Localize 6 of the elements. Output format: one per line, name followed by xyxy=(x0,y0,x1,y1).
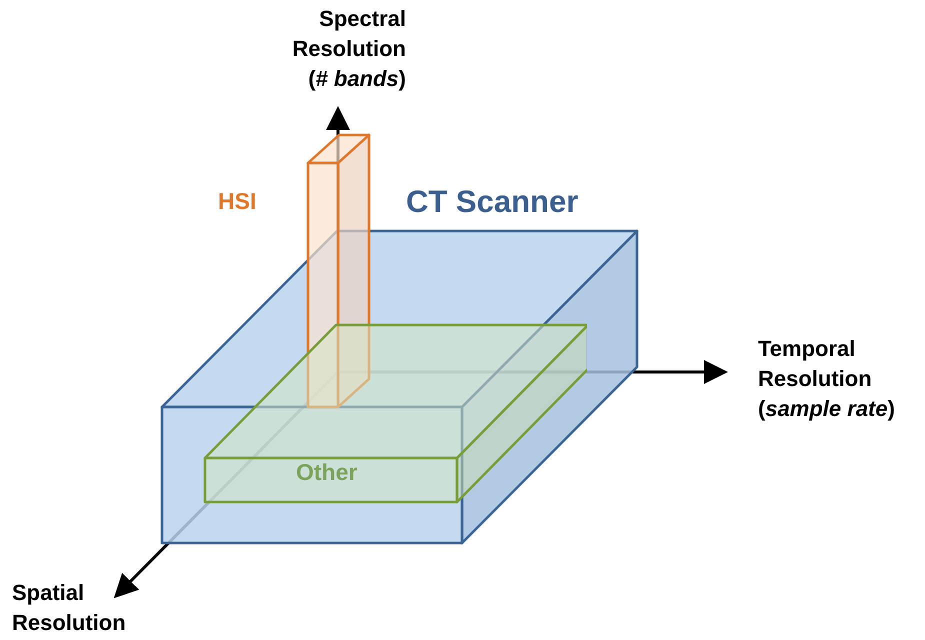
box-label: Other xyxy=(296,461,358,484)
axis-label: Spatial Resolution xyxy=(12,579,122,637)
box-label: CT Scanner xyxy=(406,186,578,217)
box-label: HSI xyxy=(218,190,256,213)
axis-label: Spectral Resolution (# bands) xyxy=(291,5,406,93)
axis-label: Temporal Resolution (sample rate) xyxy=(758,335,896,423)
